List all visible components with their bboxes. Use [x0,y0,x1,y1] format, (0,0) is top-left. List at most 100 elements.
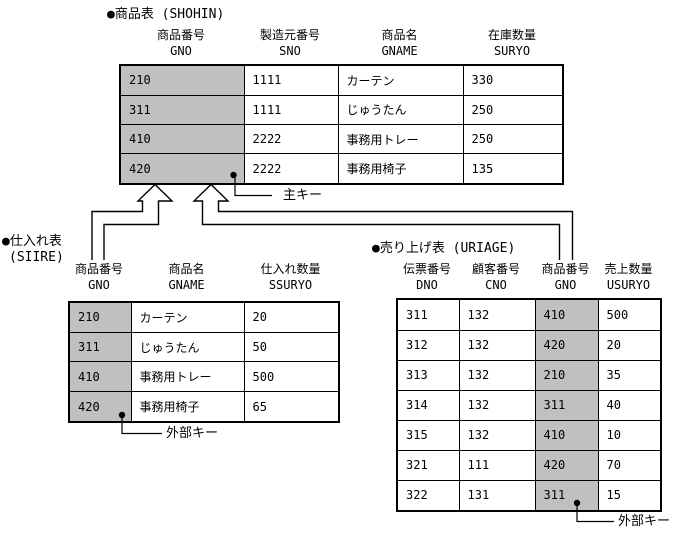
cell-gno: 420 [534,449,599,481]
cell-suryo: 250 [462,123,564,155]
col-header-jp: 売上数量 [604,262,653,276]
cell-cno: 131 [458,479,536,512]
shohin-table: 210 1111 カーテン 330 311 1111 じゅうたん 250 410… [119,64,564,185]
col-header-en: GNAME [168,278,205,292]
table-row: 315 132 410 10 [396,419,662,451]
siire-table: 210 カーテン 20 311 じゅうたん 50 410 事務用トレー 500 … [68,301,340,423]
uriage-col-header-usuryo: 売上数量 USURYO [597,261,660,293]
col-header-jp: 商品名 [168,262,205,276]
shohin-col-header-suryo: 在庫数量 SURYO [462,27,562,59]
cell-cno: 132 [458,419,536,451]
cell-dno: 313 [396,359,460,391]
cell-gno: 410 [534,298,599,331]
col-header-en: SNO [279,44,301,58]
col-header-jp: 顧客番号 [471,262,520,276]
cell-ssuryo: 50 [243,331,340,363]
cell-gno: 311 [119,94,245,125]
cell-gno: 420 [534,329,599,361]
col-header-jp: 商品番号 [156,28,205,42]
col-header-jp: 商品番号 [541,262,590,276]
uriage-table: 311 132 410 500 312 132 420 20 313 132 2… [396,298,662,512]
cell-ssuryo: 20 [243,301,340,333]
siire-col-header-gname: 商品名 GNAME [130,261,243,293]
siire-col-header-ssuryo: 仕入れ数量 SSURYO [243,261,338,293]
cell-gname: じゅうたん [337,94,464,125]
cell-usuryo: 10 [597,419,662,451]
col-header-en: SURYO [493,44,531,58]
cell-usuryo: 35 [597,359,662,391]
col-header-jp: 商品番号 [74,262,123,276]
cell-gno: 410 [534,419,599,451]
col-header-en: GNO [88,278,110,292]
siire-col-header-gno: 商品番号 GNO [68,261,130,293]
cell-cno: 111 [458,449,536,481]
shohin-title: ●商品表 (SHOHIN) [107,7,225,22]
table-row: 410 事務用トレー 500 [68,361,340,393]
cell-gname: カーテン [130,301,245,333]
arrow-siire-to-shohin [91,183,174,260]
cell-cno: 132 [458,359,536,391]
cell-dno: 315 [396,419,460,451]
cell-dno: 321 [396,449,460,481]
primary-key-label: 主キー [283,188,323,203]
cell-gno: 210 [534,359,599,391]
cell-sno: 1111 [243,94,339,125]
table-row: 210 カーテン 20 [68,301,340,333]
col-header-en: CNO [485,278,507,292]
cell-gno: 410 [68,361,132,393]
cell-ssuryo: 500 [243,361,340,393]
cell-usuryo: 40 [597,389,662,421]
cell-dno: 312 [396,329,460,361]
uriage-col-header-dno: 伝票番号 DNO [396,261,458,293]
cell-gname: 事務用トレー [337,123,464,155]
col-header-jp: 製造元番号 [259,28,320,42]
cell-gno: 311 [68,331,132,363]
table-row: 314 132 311 40 [396,389,662,421]
cell-cno: 132 [458,298,536,331]
foreign-key-label-uriage: 外部キー [618,514,671,529]
cell-gno: 420 [119,153,245,185]
table-row: 313 132 210 35 [396,359,662,391]
cell-gno: 210 [68,301,132,333]
cell-gname: 事務用トレー [130,361,245,393]
cell-usuryo: 70 [597,449,662,481]
col-header-en: GNO [554,278,577,292]
cell-gno: 210 [119,64,245,96]
cell-suryo: 135 [462,153,564,185]
table-row: 210 1111 カーテン 330 [119,64,564,96]
table-row: 420 2222 事務用椅子 135 [119,153,564,185]
shohin-col-header-sno: 製造元番号 SNO [243,27,337,59]
col-header-en: SSURYO [268,278,313,292]
col-header-jp: 商品名 [381,28,418,42]
cell-cno: 132 [458,329,536,361]
cell-gno: 311 [534,389,599,421]
cell-sno: 2222 [243,153,339,185]
table-row: 311 じゅうたん 50 [68,331,340,363]
table-row: 322 131 311 15 [396,479,662,512]
cell-usuryo: 15 [597,479,662,512]
cell-sno: 2222 [243,123,339,155]
col-header-jp: 仕入れ数量 [260,262,321,276]
cell-gname: カーテン [337,64,464,96]
cell-gno: 420 [68,391,132,423]
shohin-col-header-gname: 商品名 GNAME [337,27,462,59]
uriage-col-header-cno: 顧客番号 CNO [458,261,534,293]
col-header-en: USURYO [606,278,651,292]
cell-gno: 311 [534,479,599,512]
cell-gname: 事務用椅子 [130,391,245,423]
cell-cno: 132 [458,389,536,421]
siire-title-line1: ●仕入れ表 [2,234,62,249]
cell-suryo: 250 [462,94,564,125]
uriage-col-header-gno: 商品番号 GNO [534,261,597,293]
cell-usuryo: 20 [597,329,662,361]
cell-ssuryo: 65 [243,391,340,423]
cell-dno: 322 [396,479,460,512]
table-row: 312 132 420 20 [396,329,662,361]
siire-title-line2: (SIIRE) [9,250,64,265]
col-header-en: GNAME [381,44,418,58]
cell-sno: 1111 [243,64,339,96]
col-header-jp: 在庫数量 [487,28,536,42]
cell-usuryo: 500 [597,298,662,331]
cell-suryo: 330 [462,64,564,96]
shohin-col-header-gno: 商品番号 GNO [119,27,243,59]
